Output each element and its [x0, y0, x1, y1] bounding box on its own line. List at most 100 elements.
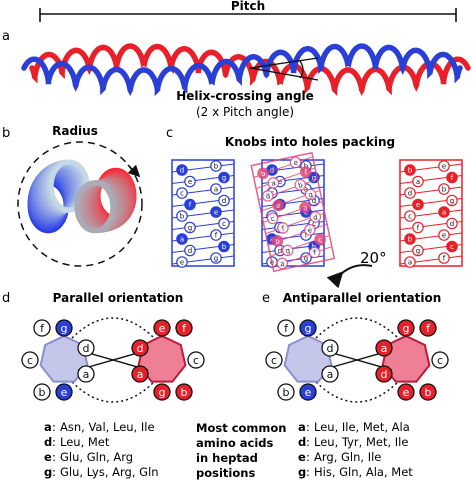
- heptad-residue: [419, 319, 437, 337]
- residue-knob: [218, 194, 230, 207]
- residue-knob: [299, 201, 311, 214]
- residue-knob: [404, 164, 416, 176]
- residue-knob: [266, 212, 279, 225]
- heptad-residue: [77, 339, 95, 357]
- residue-label: a: [279, 260, 285, 269]
- residue-knob: [210, 252, 222, 264]
- legend-key: e: [298, 450, 306, 464]
- residue-knob: [438, 206, 450, 218]
- residue-knob: [262, 190, 274, 202]
- heptad-residue-label: b: [39, 386, 46, 399]
- heptad-residue-label: b: [283, 386, 290, 399]
- residue-label: d: [408, 190, 412, 198]
- residue-knob: [210, 206, 222, 218]
- parallel-orientation-title: Parallel orientation: [53, 291, 184, 305]
- residue-knob: [404, 233, 416, 245]
- residue-knob: [210, 183, 222, 195]
- residue-label: e: [180, 259, 184, 267]
- residue-label: d: [188, 247, 192, 255]
- svg-text::: :: [306, 420, 310, 434]
- residue-label: e: [307, 226, 313, 235]
- heptad-residue: [375, 339, 393, 357]
- heptad-residue-label: a: [83, 368, 90, 381]
- residue-knob: [267, 177, 280, 189]
- heptad-residue-label: d: [83, 342, 90, 355]
- heptad-residue: [131, 365, 149, 383]
- panel-e-letter: e: [262, 291, 270, 306]
- rotation-arrow: [127, 164, 141, 178]
- residue-label: g: [222, 174, 226, 182]
- residue-label: b: [408, 167, 413, 175]
- residue-label: e: [278, 178, 282, 186]
- legend-row: g : His, Gln, Ala, Met: [298, 465, 413, 479]
- legend-center: Most common amino acids in heptad positi…: [196, 421, 286, 480]
- heptad-residue: [33, 383, 51, 401]
- svg-text::: :: [52, 465, 56, 479]
- residue-knob: [271, 235, 284, 247]
- heptad-residue-label: f: [284, 322, 289, 335]
- residue-label: f: [304, 168, 309, 176]
- heptad-residue: [419, 383, 437, 401]
- residue-label: d: [450, 220, 454, 228]
- heptad-residue-label: c: [27, 354, 33, 367]
- residue-label: f: [417, 224, 420, 232]
- residue-label: e: [442, 163, 446, 171]
- helix-axis-line-2: [249, 67, 319, 81]
- interaction-arc: [71, 317, 155, 339]
- heptad-residue: [277, 383, 295, 401]
- heptad-residue: [153, 319, 171, 337]
- residue-label: f: [305, 232, 308, 240]
- residue-knob: [210, 229, 222, 241]
- legend-value: Asn, Val, Leu, Ile: [60, 420, 155, 434]
- legend-key: d: [298, 435, 306, 449]
- legend-row: e : Glu, Gln, Arg: [44, 450, 133, 464]
- residue-label: c: [312, 220, 316, 228]
- heptad-residue: [55, 319, 73, 337]
- residue-knob: [412, 175, 424, 188]
- antiparallel-orientation-title: Antiparallel orientation: [283, 291, 441, 305]
- heptad-residue: [277, 319, 295, 337]
- residue-knob: [218, 240, 230, 253]
- panel-a: a Pitch Helix-crossing angle (2 x Pitch …: [2, 0, 471, 119]
- residue-label: b: [260, 169, 267, 178]
- heptad-residue-label: d: [381, 368, 388, 381]
- residue-label: g: [304, 255, 308, 263]
- heptad-residue: [397, 383, 415, 401]
- residue-knob: [289, 156, 302, 169]
- residue-knob: [184, 244, 196, 257]
- residue-knob: [304, 224, 316, 236]
- residue-label: f: [281, 224, 286, 232]
- residue-label: e: [416, 201, 420, 209]
- residue-label: e: [293, 159, 299, 168]
- residue-knob: [304, 188, 317, 201]
- svg-text::: :: [306, 465, 310, 479]
- residue-knob: [308, 246, 321, 259]
- residue-label: g: [416, 247, 420, 255]
- svg-text::: :: [52, 420, 56, 434]
- legend-value: Arg, Gln, Ile: [314, 450, 381, 464]
- legend-value: Leu, Met: [60, 435, 110, 449]
- heptad-residue-label: g: [403, 322, 410, 335]
- residue-label: b: [408, 236, 413, 244]
- heptad-residue: [265, 351, 283, 369]
- heptad-residue-label: g: [61, 322, 68, 335]
- residue-knob: [404, 187, 416, 199]
- legend-key: e: [44, 450, 52, 464]
- radius-circle: [17, 141, 143, 267]
- heptad-residue-label: c: [437, 354, 443, 367]
- legend-key: a: [44, 420, 52, 434]
- interaction-arc: [315, 381, 399, 403]
- net-frame: [250, 151, 336, 273]
- legend-key: g: [44, 465, 52, 479]
- svg-text::: :: [306, 450, 310, 464]
- residue-knob: [446, 171, 458, 184]
- residue-knob: [446, 217, 458, 230]
- residue-label: f: [451, 174, 454, 182]
- residue-label: b: [180, 213, 185, 221]
